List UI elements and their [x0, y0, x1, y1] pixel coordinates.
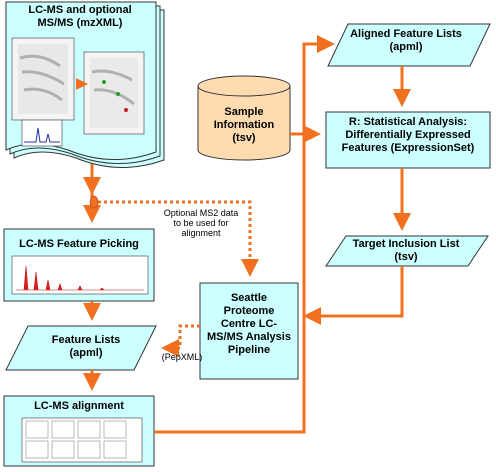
statistical-analysis-box: [325, 111, 491, 169]
spectrum-thumbnail-icon: [11, 37, 145, 147]
target-inclusion-list-label: Target Inclusion List (tsv): [352, 238, 460, 263]
statistical-analysis-label: R: Statistical Analysis: Differentially …: [341, 116, 475, 154]
feature-lists-label: Feature Lists (apml): [51, 334, 121, 359]
chromatogram-thumbnail-icon: [11, 255, 149, 295]
database-cylinder-icon: [197, 75, 291, 161]
spc-pipeline-box: [199, 282, 299, 380]
optional-ms2-note: Optional MS2 data to be used for alignme…: [163, 208, 239, 238]
target-inclusion-list-shape: [325, 235, 489, 267]
alignment-grid-thumbnail-icon: [21, 417, 143, 463]
pepxml-note: (PepXML): [161, 352, 203, 362]
alignment-label: LC-MS alignment: [34, 400, 124, 412]
optional-dotted-arrows: [98, 200, 259, 357]
branch-point: [89, 195, 99, 209]
sample-information-label: Sample Information (tsv): [213, 106, 275, 144]
feature-lists-shape: [5, 325, 157, 371]
aligned-feature-lists-label: Aligned Feature Lists (apml): [350, 28, 462, 53]
lcms-input-title: LC-MS and optional MS/MS (mzXML): [28, 4, 132, 29]
feature-picking-label: LC-MS Feature Picking: [19, 238, 139, 250]
spc-pipeline-label: Seattle Proteome Centre LC-MS/MS Analysi…: [207, 292, 291, 356]
